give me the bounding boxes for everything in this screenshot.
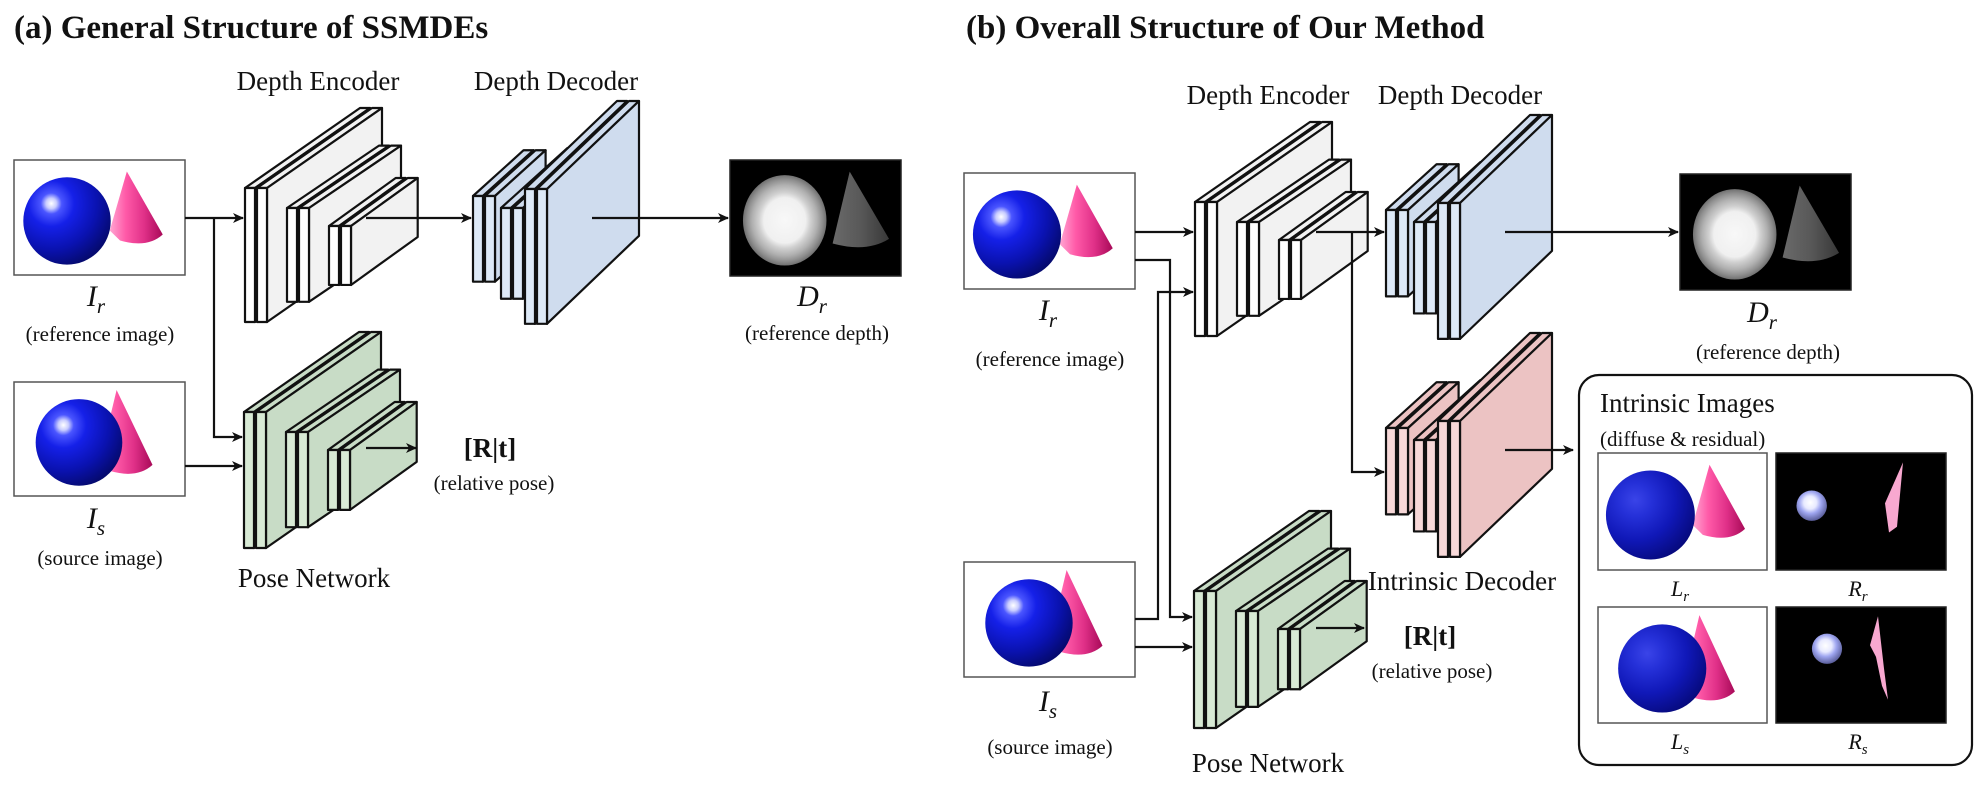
panel-b: (b) Overall Structure of Our Method Dept… [963,10,1974,778]
panel-b-pose-output-caption: (relative pose) [1372,659,1493,683]
cone-depth-shape [832,171,890,248]
intrinsic-images-title: Intrinsic Images [1600,388,1775,418]
panel-a-depth-encoder [243,106,419,324]
panel-b-intrinsic-decoder [1384,331,1554,558]
cone-specular [1885,462,1903,533]
specular-highlight [1796,490,1827,521]
arrow-ref-to-pose [1135,258,1193,622]
cone-shape [1692,464,1746,538]
intrinsic-residual-src [1775,606,1947,724]
panel-a: (a) General Structure of SSMDEs Depth En… [13,10,902,593]
sphere-shape [1618,624,1707,713]
panel-a-source-image [13,381,186,497]
intrinsic-label-ls: Ls [1670,729,1689,758]
panel-b-src-image-symbol: Is [1038,685,1057,723]
panel-b-depth-encoder-label: Depth Encoder [1187,80,1350,110]
panel-b-intrinsic-decoder-label: Intrinsic Decoder [1368,566,1556,596]
arrow-encoder-to-intrinsic-decoder [1350,232,1385,477]
panel-b-pose-output-symbol: [R|t] [1404,621,1456,651]
network-layer [1448,331,1554,558]
network-layer [1448,113,1554,340]
panel-a-depth-encoder-label: Depth Encoder [237,66,400,96]
panel-b-ref-depth-caption: (reference depth) [1696,340,1840,364]
arrow-src-to-encoder [1135,287,1194,621]
panel-b-ref-image-caption: (reference image) [976,347,1125,371]
panel-a-depth-decoder-label: Depth Decoder [474,66,638,96]
panel-a-pose-output-caption: (relative pose) [434,471,555,495]
panel-b-ref-depth-symbol: Dr [1746,296,1778,334]
intrinsic-residual-ref [1775,452,1947,571]
panel-b-pose-network-label: Pose Network [1192,748,1345,778]
sphere-shape [23,177,111,265]
sphere-shape [35,399,123,486]
sphere-depth-shape [1692,189,1777,280]
sphere-shape [985,579,1073,667]
panel-a-src-image-symbol: Is [86,502,105,540]
intrinsic-label-rs: Rs [1847,729,1867,758]
panel-a-ref-image-symbol: Ir [86,280,106,318]
panel-a-ref-image-caption: (reference image) [26,322,175,346]
intrinsic-diffuse-src [1597,606,1768,724]
sphere-shape [972,190,1062,279]
panel-a-src-image-caption: (source image) [37,546,162,570]
panel-a-pose-output-symbol: [R|t] [464,433,516,463]
panel-b-source-image [963,561,1136,678]
intrinsic-images-subtitle: (diffuse & residual) [1600,427,1765,451]
intrinsic-diffuse-ref [1597,452,1768,571]
panel-a-pose-network [242,330,418,550]
panel-a-title: (a) General Structure of SSMDEs [14,10,488,46]
panel-b-depth-decoder [1384,113,1554,340]
cone-shape [109,171,163,244]
cone-shape [1059,184,1113,258]
panel-a-ref-depth-symbol: Dr [796,280,828,318]
panel-b-pose-network [1192,509,1368,730]
intrinsic-label-lr: Lr [1670,576,1689,605]
panel-b-depth-decoder-label: Depth Decoder [1378,80,1542,110]
sphere-shape [1605,470,1695,560]
panel-b-title: (b) Overall Structure of Our Method [966,10,1484,46]
network-layer [338,400,418,511]
network-layer [535,99,641,325]
cone-specular [1870,616,1888,700]
panel-b-depth-encoder [1193,120,1369,338]
intrinsic-images-box: Intrinsic Images (diffuse & residual) Lr… [1577,373,1974,767]
panel-a-depth-decoder [471,99,641,325]
panel-a-reference-image [13,159,186,276]
panel-b-src-image-caption: (source image) [987,735,1112,759]
specular-highlight [1811,633,1843,664]
panel-b-connections [1135,227,1679,652]
thumbnail-frame [1775,606,1947,724]
panel-a-pose-network-label: Pose Network [238,563,391,593]
panel-a-ref-depth-caption: (reference depth) [745,321,889,345]
panel-b-reference-image [963,172,1136,290]
cone-depth-shape [1782,185,1840,262]
arrow-ref-to-pose [212,218,243,442]
network-layer [339,176,419,287]
intrinsic-label-rr: Rr [1847,576,1867,605]
panel-b-reference-depth [1679,173,1852,291]
panel-a-connections [185,213,729,471]
network-layer [1289,190,1369,301]
network-layer [1288,579,1368,691]
panel-a-reference-depth [729,159,902,277]
panel-b-ref-image-symbol: Ir [1038,294,1058,332]
sphere-depth-shape [742,175,827,266]
